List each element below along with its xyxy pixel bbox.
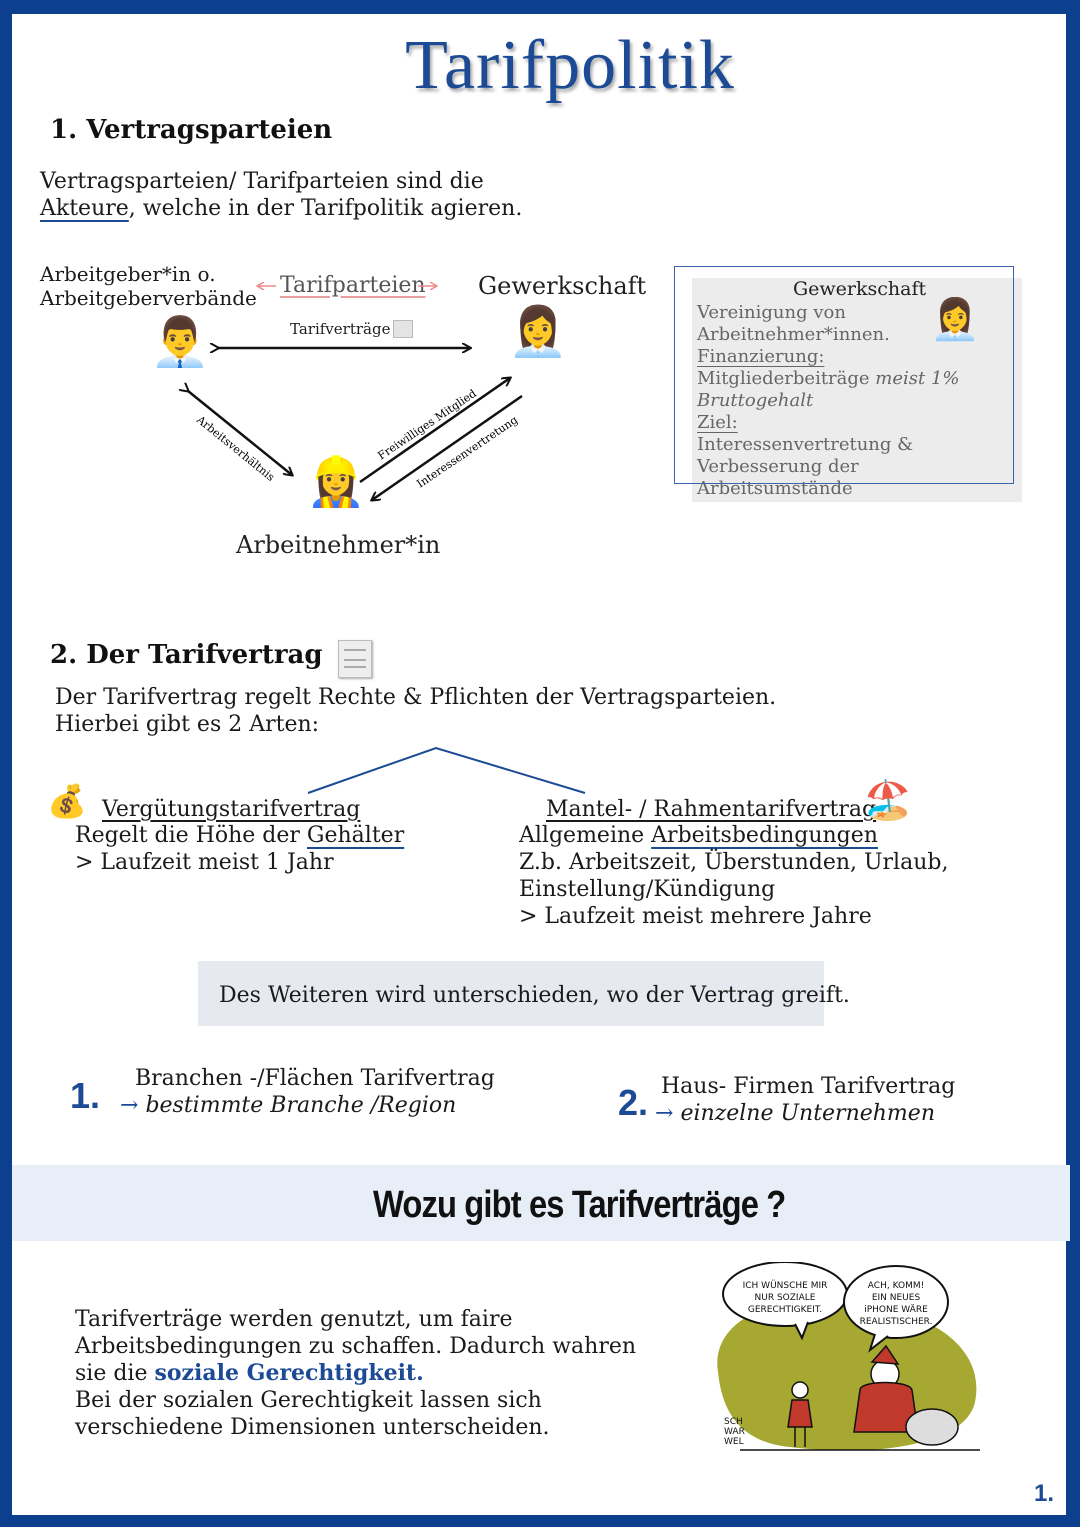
verguetung-title-text: Vergütungstarifvertrag bbox=[102, 797, 361, 822]
mantel-title-text: Mantel- / Rahmentarifvertrag bbox=[546, 797, 877, 822]
cartoon-signature-1: SCH bbox=[724, 1417, 743, 1427]
question-heading: Wozu gibt es Tarifverträge ? bbox=[373, 1184, 786, 1226]
section3-line1: Tarifverträge werden genutzt, um faire bbox=[75, 1307, 513, 1332]
type2-sub: → einzelne Unternehmen bbox=[655, 1100, 935, 1127]
cartoon-bubble-right-line4: REALISTISCHER. bbox=[860, 1317, 933, 1327]
diagram-arrows: Arbeitsverhältnis Freiwilliges Mitglied … bbox=[0, 0, 523, 600]
section3-line5: verschiedene Dimensionen unterscheiden. bbox=[75, 1415, 550, 1440]
cartoon-bubble-left-line2: NUR SOZIALE bbox=[755, 1293, 816, 1303]
info-band bbox=[198, 961, 824, 1026]
tarifvertraege-label: Tarifverträge bbox=[290, 320, 391, 338]
mantel-line1: Allgemeine Arbeitsbedingungen bbox=[519, 822, 1039, 849]
arrow-freiwilliges-mitglied bbox=[359, 378, 510, 484]
verguetung-line1: Regelt die Höhe der Gehälter bbox=[75, 822, 495, 849]
union-box-line2: Arbeitnehmer*innen. bbox=[697, 324, 890, 345]
verguetung-line2: > Laufzeit meist 1 Jahr bbox=[75, 850, 334, 875]
union-box-fin-line: Mitgliederbeiträge meist 1% bbox=[697, 368, 1017, 390]
union-box-goal-label: Ziel: bbox=[697, 412, 738, 433]
union-label: Gewerkschaft bbox=[478, 272, 647, 300]
section3-line2: Arbeitsbedingungen zu schaffen. Dadurch … bbox=[75, 1334, 637, 1359]
arrow-interessenvertretung bbox=[372, 394, 523, 500]
money-bag-icon: 💰 bbox=[47, 782, 87, 820]
union-box-fin-italic2: Bruttogehalt bbox=[697, 390, 814, 411]
cartoon-image: ICH WÜNSCHE MIR NUR SOZIALE GERECHTIGKEI… bbox=[717, 1262, 980, 1451]
mantel-line3: Einstellung/Kündigung bbox=[519, 877, 776, 902]
intro-line-1: Vertragsparteien/ Tarifparteien sind die bbox=[40, 169, 484, 194]
type1-sub-text: bestimmte Branche /Region bbox=[145, 1093, 457, 1118]
section3-text: Tarifverträge werden genutzt, um faire A… bbox=[75, 1306, 675, 1441]
employer-label-line2: Arbeitgeberverbände bbox=[40, 286, 257, 310]
union-box-fin-text: Mitgliederbeiträge bbox=[697, 368, 876, 389]
union-info-box-bg bbox=[692, 278, 1022, 502]
type2-arrow-icon: → bbox=[655, 1101, 674, 1126]
type1-number: 1. bbox=[70, 1075, 101, 1116]
union-box-goal-line2: Verbesserung der Arbeitsumstände bbox=[697, 456, 859, 499]
arrow-arbeitsverhaeltnis bbox=[188, 391, 292, 475]
cartoon-bubble-left-line1: ICH WÜNSCHE MIR bbox=[743, 1280, 828, 1291]
section-heading-tarifvertrag: 2. Der Tarifvertrag bbox=[50, 640, 323, 670]
cartoon-bubble-left-line3: GERECHTIGKEIT. bbox=[748, 1305, 822, 1315]
mantel-line1-pre: Allgemeine bbox=[519, 823, 652, 848]
cartoon-bubble-right-line3: iPHONE WÄRE bbox=[864, 1304, 928, 1315]
type1-arrow-icon: → bbox=[120, 1093, 139, 1118]
question-band bbox=[12, 1165, 1070, 1241]
mantel-title: Mantel- / Rahmentarifvertrag bbox=[546, 796, 876, 823]
contract-document-icon bbox=[338, 640, 372, 678]
type1-title: Branchen -/Flächen Tarifvertrag bbox=[135, 1066, 495, 1091]
union-box-title: Gewerkschaft bbox=[793, 278, 927, 300]
worker-avatar-icon: 👷‍♀️ bbox=[306, 454, 366, 510]
union-box-fin-italic: meist 1% bbox=[875, 368, 960, 389]
union-avatar-icon: 👩‍💼 bbox=[508, 304, 568, 360]
union-info-box bbox=[674, 266, 1014, 484]
type2-number: 2. bbox=[618, 1082, 649, 1123]
employer-avatar-icon: 👨‍💼 bbox=[150, 314, 210, 370]
union-box-fin-label: Finanzierung: bbox=[697, 346, 825, 367]
employer-label-line1: Arbeitgeber*in o. bbox=[40, 262, 216, 286]
akteure-term: Akteure bbox=[40, 196, 129, 221]
section2-intro: Der Tarifvertrag regelt Rechte & Pflicht… bbox=[55, 684, 815, 738]
section2-intro-line2: Hierbei gibt es 2 Arten: bbox=[55, 712, 320, 737]
cartoon-signature-2: WAR bbox=[724, 1427, 745, 1437]
employee-label: Arbeitnehmer*in bbox=[236, 531, 441, 559]
union-box-content: Vereinigung von Arbeitnehmer*innen. Fina… bbox=[697, 302, 1017, 500]
beach-umbrella-icon: 🏖️ bbox=[864, 778, 912, 822]
soziale-gerechtigkeit-term: soziale Gerechtigkeit. bbox=[154, 1360, 424, 1386]
union-box-avatar-icon: 👩‍💼 bbox=[930, 297, 980, 343]
cartoon-signature-3: WEL bbox=[724, 1437, 744, 1447]
page-number: 1. bbox=[1034, 1480, 1055, 1507]
type2-title: Haus- Firmen Tarifvertrag bbox=[661, 1074, 956, 1099]
intro-line-2: Akteure, welche in der Tarifpolitik agie… bbox=[40, 195, 640, 222]
cartoon-bubble-right-line2: EIN NEUES bbox=[872, 1293, 921, 1303]
type2-sub-text: einzelne Unternehmen bbox=[680, 1101, 935, 1126]
type1-sub: → bestimmte Branche /Region bbox=[120, 1092, 456, 1119]
employer-label: Arbeitgeber*in o. Arbeitgeberverbände bbox=[40, 262, 270, 310]
mantel-details: Allgemeine Arbeitsbedingungen Z.b. Arbei… bbox=[519, 822, 1039, 930]
union-box-goal-line1: Interessenvertretung & bbox=[697, 434, 914, 455]
tarifparteien-text: Tarifparteien bbox=[280, 273, 426, 298]
section3-line3-pre: sie die bbox=[75, 1361, 155, 1386]
tarifparteien-label: Tarifparteien bbox=[280, 272, 426, 299]
section3-line3: sie die soziale Gerechtigkeit. bbox=[75, 1360, 675, 1387]
mantel-arbeitsbedingungen: Arbeitsbedingungen bbox=[651, 823, 878, 848]
section1-intro: Vertragsparteien/ Tarifparteien sind die… bbox=[40, 168, 640, 222]
section3-line4: Bei der sozialen Gerechtigkeit lassen si… bbox=[75, 1388, 542, 1413]
mantel-line4: > Laufzeit meist mehrere Jahre bbox=[519, 904, 872, 929]
cartoon-bubble-right-line1: ACH, KOMM! bbox=[868, 1281, 924, 1291]
verguetung-details: Regelt die Höhe der Gehälter > Laufzeit … bbox=[75, 822, 495, 876]
union-box-line1: Vereinigung von bbox=[697, 302, 846, 323]
section2-intro-line1: Der Tarifvertrag regelt Rechte & Pflicht… bbox=[55, 685, 777, 710]
section-heading-vertragsparteien: 1. Vertragsparteien bbox=[50, 115, 333, 145]
mantel-line2: Z.b. Arbeitszeit, Überstunden, Urlaub, bbox=[519, 850, 949, 875]
info-band-text: Des Weiteren wird unterschieden, wo der … bbox=[219, 983, 850, 1008]
verguetung-title: Vergütungstarifvertrag bbox=[102, 796, 360, 823]
verguetung-gehaelter: Gehälter bbox=[306, 823, 405, 848]
intro-line-2-rest: , welche in der Tarifpolitik agieren. bbox=[128, 196, 523, 221]
verguetung-line1-pre: Regelt die Höhe der bbox=[75, 823, 307, 848]
document-icon bbox=[393, 320, 413, 338]
page-title: Tarifpolitik bbox=[405, 27, 735, 104]
branch-lines bbox=[307, 746, 586, 794]
